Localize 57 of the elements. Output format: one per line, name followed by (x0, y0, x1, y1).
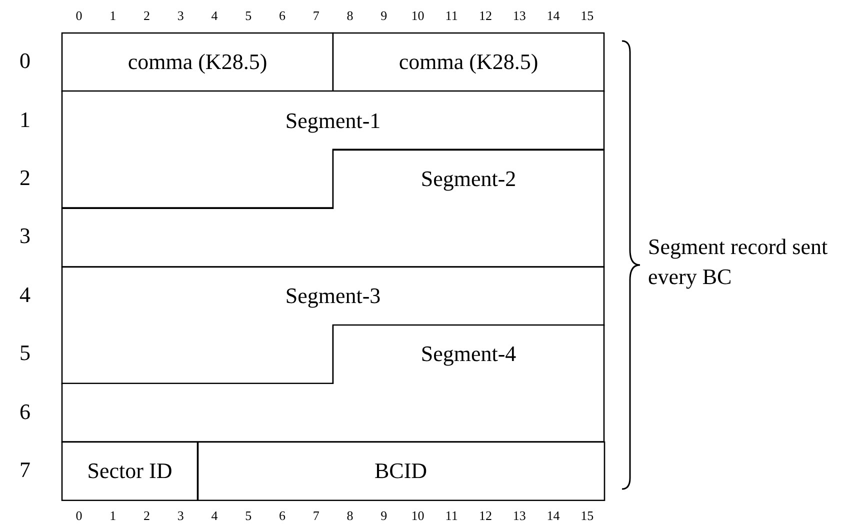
bit-field (333, 33, 604, 92)
bit-number: 11 (444, 508, 459, 524)
bit-number: 7 (312, 8, 320, 24)
bit-field (62, 33, 333, 92)
bit-number: 14 (546, 508, 561, 524)
row-number: 4 (18, 282, 32, 308)
bit-number: 13 (512, 508, 527, 524)
field-label: comma (K28.5) (128, 49, 268, 76)
bit-number: 9 (380, 508, 388, 524)
bit-number: 10 (410, 8, 426, 24)
bit-number: 3 (176, 508, 185, 524)
bit-number: 0 (74, 508, 84, 524)
bit-number: 2 (142, 508, 151, 524)
bit-number: 14 (546, 8, 561, 24)
bit-number: 6 (278, 8, 286, 24)
bit-number: 4 (210, 508, 219, 524)
row-number: 6 (18, 398, 32, 425)
row-number: 0 (18, 48, 32, 74)
bit-number: 1 (108, 8, 118, 24)
bit-number: 1 (108, 508, 118, 524)
row-number: 1 (18, 106, 32, 133)
bit-number: 12 (478, 508, 493, 524)
bit-field (62, 266, 604, 384)
bit-number: 11 (444, 8, 459, 24)
row-number: 2 (18, 165, 32, 191)
annotation-text: Segment record sent every BC (648, 233, 829, 291)
bit-number: 3 (176, 8, 185, 24)
field-label: Segment-3 (285, 282, 381, 309)
bit-number: 7 (312, 508, 320, 524)
bit-field (62, 91, 604, 208)
field-label: Segment-1 (285, 108, 381, 134)
bit-number: 13 (512, 8, 527, 24)
field-label: Sector ID (87, 458, 172, 484)
row-number: 5 (18, 340, 32, 366)
bit-number: 0 (74, 8, 84, 24)
row-number: 7 (18, 457, 32, 483)
bit-number: 2 (142, 8, 151, 24)
bit-number: 10 (410, 508, 426, 524)
bit-number: 5 (244, 508, 253, 524)
bit-number: 4 (210, 8, 219, 24)
bit-number: 5 (244, 8, 253, 24)
bit-number: 8 (346, 508, 354, 524)
bit-number: 12 (478, 8, 493, 24)
bit-number: 15 (580, 508, 595, 524)
bit-number: 8 (346, 8, 354, 24)
field-label: Segment-2 (420, 166, 516, 192)
field-label: Segment-4 (420, 341, 516, 368)
bit-number: 15 (580, 8, 595, 24)
bit-field (62, 325, 604, 442)
field-label: BCID (374, 458, 428, 484)
bit-number: 9 (380, 8, 388, 24)
row-number: 3 (18, 223, 32, 250)
bit-field (198, 442, 604, 500)
field-label: comma (K28.5) (398, 49, 538, 76)
bit-number: 6 (278, 508, 286, 524)
bit-field (62, 150, 604, 267)
bit-field (62, 442, 198, 500)
